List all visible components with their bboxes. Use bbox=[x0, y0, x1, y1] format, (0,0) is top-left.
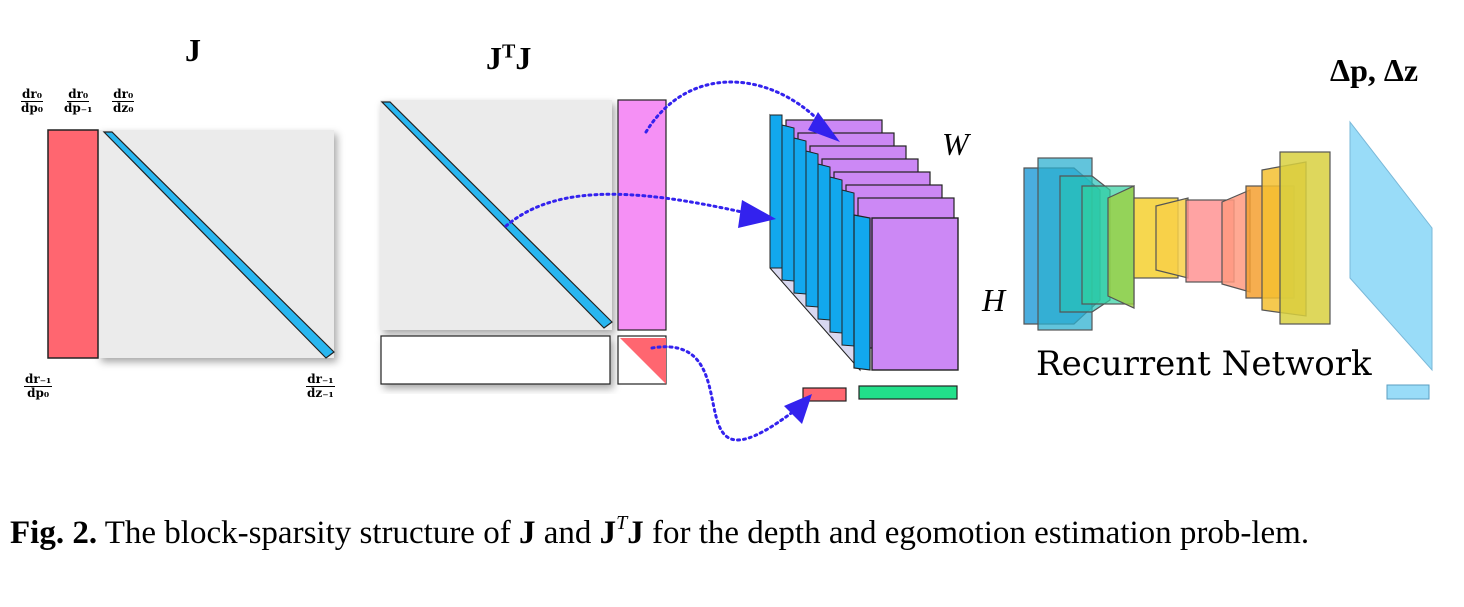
pose-bar bbox=[802, 387, 847, 402]
jacobian-title: J bbox=[185, 32, 201, 68]
output-plane bbox=[1349, 120, 1433, 372]
caption-text-2: and bbox=[535, 515, 600, 551]
caption-text-3: for the depth and egomotion estimation p… bbox=[643, 515, 1310, 551]
figure-graphic bbox=[47, 80, 1433, 442]
jacobian-pose-block bbox=[47, 129, 99, 359]
fraction-denominator: dz₋₁ bbox=[307, 386, 334, 400]
fraction-numerator: dr₀ bbox=[67, 87, 90, 102]
caption-text-1: The block-sparsity structure of bbox=[97, 515, 519, 551]
fraction-dr0-dz0: dr₀ dz₀ bbox=[112, 87, 135, 115]
caption-sup: T bbox=[616, 512, 628, 534]
arrow-middle bbox=[504, 192, 770, 228]
caption-label: Fig. 2. bbox=[10, 515, 98, 551]
dotted-arrows bbox=[504, 80, 834, 442]
fraction-dr0-dpm1: dr₀ dp₋₁ bbox=[63, 88, 93, 115]
width-label: W bbox=[942, 126, 969, 162]
fraction-denominator: dp₀ bbox=[21, 101, 44, 115]
fraction-denominator: dz₀ bbox=[113, 101, 134, 115]
height-label: H bbox=[982, 282, 1006, 318]
jtj-title: JTJ bbox=[486, 40, 531, 77]
fraction-denominator: dp₋₁ bbox=[64, 101, 93, 115]
fraction-numerator: dr₀ bbox=[112, 87, 135, 102]
volume-blue-edges bbox=[769, 114, 871, 371]
figure: J JTJ Δp, Δz W H Recurrent Network dr₀ d… bbox=[20, 32, 1433, 442]
network-label: Recurrent Network bbox=[1036, 344, 1372, 384]
arrow-head-bottom bbox=[784, 394, 812, 424]
arrow-head-top bbox=[808, 112, 840, 142]
jtj-diagonal bbox=[380, 101, 613, 329]
output-bar bbox=[1386, 384, 1430, 400]
arrow-heads bbox=[738, 112, 840, 424]
jtj-title-base: J bbox=[486, 40, 502, 76]
jtj-title-sup: T bbox=[502, 40, 516, 63]
caption-j-1: J bbox=[518, 515, 536, 551]
jtj-corner-triangle bbox=[620, 338, 666, 384]
fraction-dr0-dp0: dr₀ dp₀ bbox=[20, 88, 44, 115]
fraction-numerator: dr₀ bbox=[21, 87, 43, 102]
fraction-numerator: dr₋₁ bbox=[306, 372, 335, 387]
caption-j-3: J bbox=[627, 515, 644, 551]
jtj-matrix bbox=[380, 99, 667, 385]
jtj-bottom-block bbox=[380, 335, 611, 385]
fraction-drm1-dp0: dr₋₁ dp₀ bbox=[24, 372, 53, 400]
output-label: Δp, Δz bbox=[1330, 52, 1419, 88]
fraction-denominator: dp₀ bbox=[27, 386, 50, 400]
arrow-head-middle bbox=[738, 200, 776, 228]
jtj-title-tail: J bbox=[515, 40, 532, 76]
caption-j-2: J bbox=[599, 515, 617, 551]
fraction-numerator: dr₋₁ bbox=[24, 372, 53, 387]
jacobian-matrix bbox=[47, 129, 335, 359]
arrow-top bbox=[644, 80, 834, 137]
depth-bar bbox=[858, 385, 958, 400]
fraction-drm1-dzm1: dr₋₁ dz₋₁ bbox=[306, 373, 335, 400]
volume-stack bbox=[769, 113, 959, 402]
figure-caption: Fig. 2. The block-sparsity structure of … bbox=[10, 512, 1450, 554]
jtj-pink-block bbox=[617, 99, 667, 331]
arrow-bottom bbox=[650, 345, 810, 442]
recurrent-network bbox=[1023, 151, 1331, 331]
jacobian-diagonal bbox=[102, 131, 335, 359]
